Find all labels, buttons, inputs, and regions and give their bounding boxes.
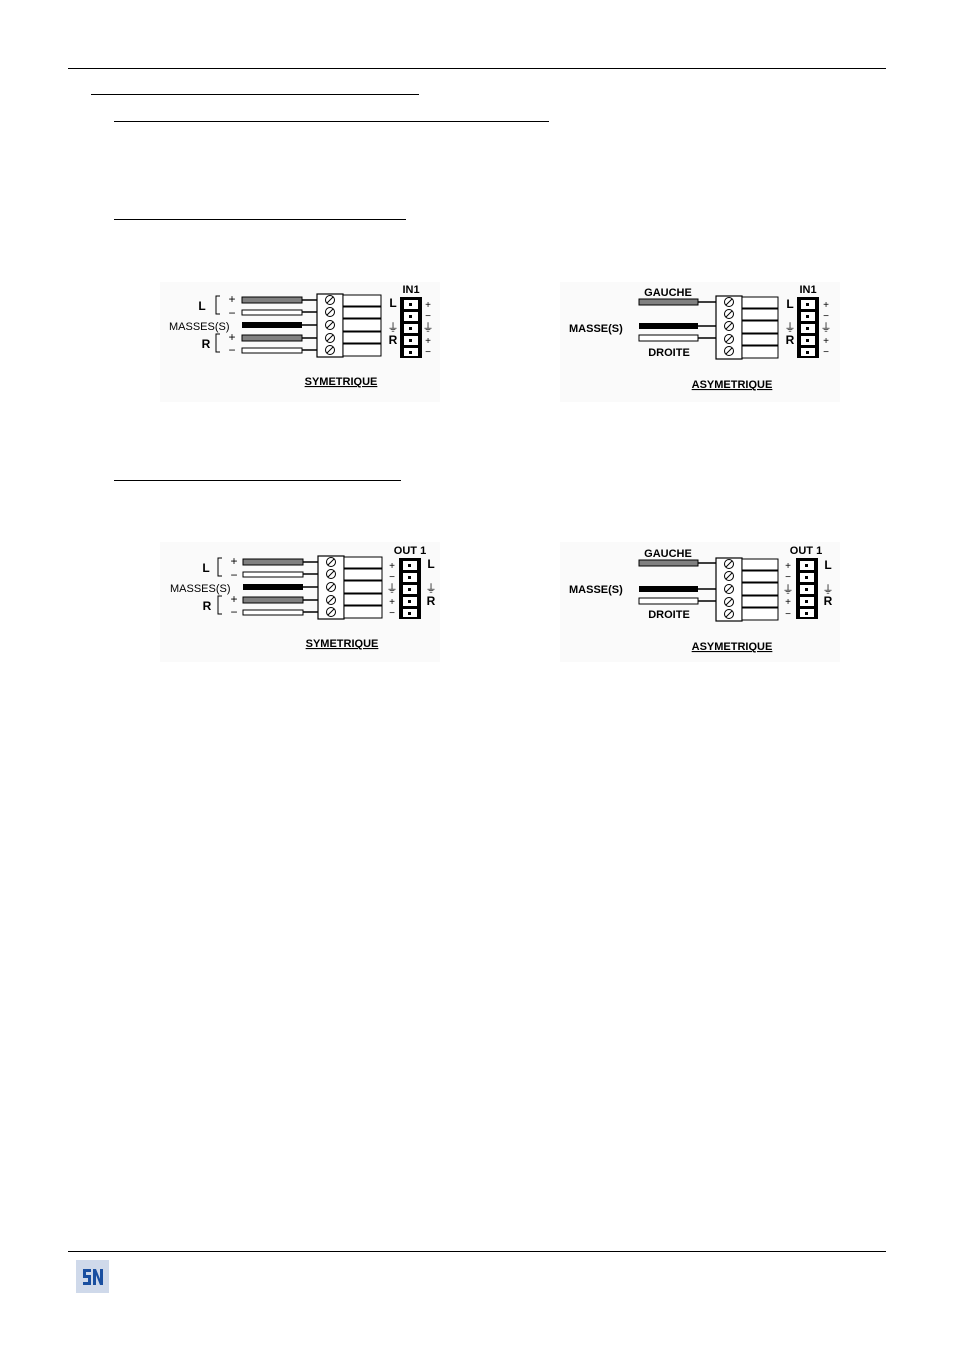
svg-text:−: − (230, 605, 237, 619)
label-l: L (198, 299, 205, 313)
svg-text:+: + (785, 561, 791, 572)
svg-text:⏚: ⏚ (783, 583, 794, 596)
subsection-heading-underline-1 (114, 121, 549, 122)
svg-text:ASYMETRIQUE: ASYMETRIQUE (692, 641, 773, 653)
svg-text:+: + (389, 561, 395, 572)
svg-text:⏚: ⏚ (426, 582, 437, 595)
svg-text:MASSE(S): MASSE(S) (569, 584, 623, 596)
wire-r-minus (241, 347, 303, 354)
label-gauche: GAUCHE (644, 287, 692, 299)
wire-ground (242, 322, 302, 328)
svg-text:R: R (203, 599, 212, 613)
caption-asymetrique: ASYMETRIQUE (692, 379, 773, 391)
input-asymmetric-diagram: GAUCHE MASSE(S) DROITE IN1 L R ⏚ + − ⏚ +… (560, 282, 840, 402)
wire-masse (639, 323, 698, 329)
svg-text:−: − (425, 347, 431, 358)
label-droite: DROITE (648, 347, 690, 359)
wire-gauche (638, 298, 699, 306)
svg-text:IN1: IN1 (402, 284, 419, 296)
svg-text:⏚: ⏚ (387, 582, 398, 595)
svg-text:+: + (389, 597, 395, 608)
svg-text:L: L (202, 561, 209, 575)
caption-symetrique: SYMETRIQUE (305, 376, 378, 388)
subsection-heading-underline-2 (114, 219, 406, 220)
svg-text:L: L (786, 297, 793, 311)
svg-text:R: R (427, 594, 436, 608)
wire-l-plus (241, 296, 303, 304)
svg-text:OUT 1: OUT 1 (790, 545, 822, 557)
svg-text:+: + (425, 300, 431, 311)
svg-text:L: L (389, 296, 396, 310)
svg-text:SYMETRIQUE: SYMETRIQUE (306, 638, 379, 650)
svg-text:⏚: ⏚ (785, 321, 796, 334)
output-asymmetric-diagram: GAUCHE MASSE(S) DROITE OUT 1 + − ⏚ + − L… (560, 542, 840, 662)
svg-text:−: − (785, 572, 791, 583)
svg-text:−: − (823, 347, 829, 358)
svg-text:−: − (228, 343, 235, 357)
svg-text:+: + (230, 592, 237, 606)
svg-text:⏚: ⏚ (388, 321, 399, 334)
svg-text:L: L (824, 558, 831, 572)
header-rule (68, 68, 886, 69)
svg-text:OUT 1: OUT 1 (394, 545, 426, 557)
svg-text:R: R (786, 333, 795, 347)
svg-text:DROITE: DROITE (648, 609, 690, 621)
label-masse: MASSE(S) (569, 323, 623, 335)
svg-text:−: − (228, 306, 235, 320)
svg-text:+: + (823, 336, 829, 347)
svg-text:−: − (425, 311, 431, 322)
subsection-heading-underline-3 (114, 480, 401, 481)
wire-l-minus (241, 309, 303, 316)
svg-text:+: + (785, 597, 791, 608)
wire-droite (638, 334, 699, 342)
svg-text:L: L (427, 557, 434, 571)
label-r: R (202, 337, 211, 351)
svg-text:IN1: IN1 (799, 284, 816, 296)
svg-text:−: − (230, 568, 237, 582)
svg-text:−: − (785, 609, 791, 620)
section-heading-underline (91, 94, 419, 95)
footer-rule (68, 1251, 886, 1252)
svg-text:R: R (824, 594, 833, 608)
svg-text:⏚: ⏚ (823, 583, 834, 596)
input-symmetric-diagram: L R MASSES(S) + − + − IN1 L R ⏚ + (160, 282, 440, 402)
svg-text:+: + (230, 554, 237, 568)
output-symmetric-diagram: L R MASSES(S) + − + − OUT 1 + − ⏚ + − L … (160, 542, 440, 662)
company-logo-icon (76, 1260, 109, 1293)
svg-text:+: + (228, 292, 235, 306)
svg-text:⏚: ⏚ (423, 321, 434, 334)
svg-text:−: − (823, 311, 829, 322)
svg-text:+: + (425, 336, 431, 347)
svg-text:GAUCHE: GAUCHE (644, 548, 692, 560)
svg-text:−: − (389, 572, 395, 583)
svg-text:−: − (389, 608, 395, 619)
wire-r-plus (241, 334, 303, 342)
svg-text:+: + (823, 300, 829, 311)
svg-text:⏚: ⏚ (821, 321, 832, 334)
label-masses: MASSES(S) (169, 321, 230, 333)
svg-text:+: + (228, 330, 235, 344)
svg-text:MASSES(S): MASSES(S) (170, 583, 231, 595)
svg-text:R: R (389, 333, 398, 347)
